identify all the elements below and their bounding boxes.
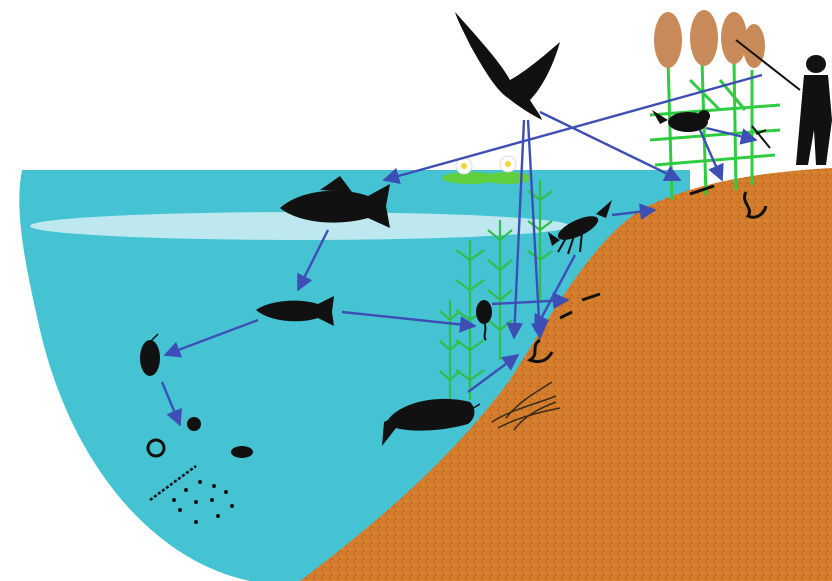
heron-flying: [455, 12, 560, 120]
arrow-blackbird-worm: [700, 130, 722, 180]
dragonfly: [752, 126, 770, 148]
